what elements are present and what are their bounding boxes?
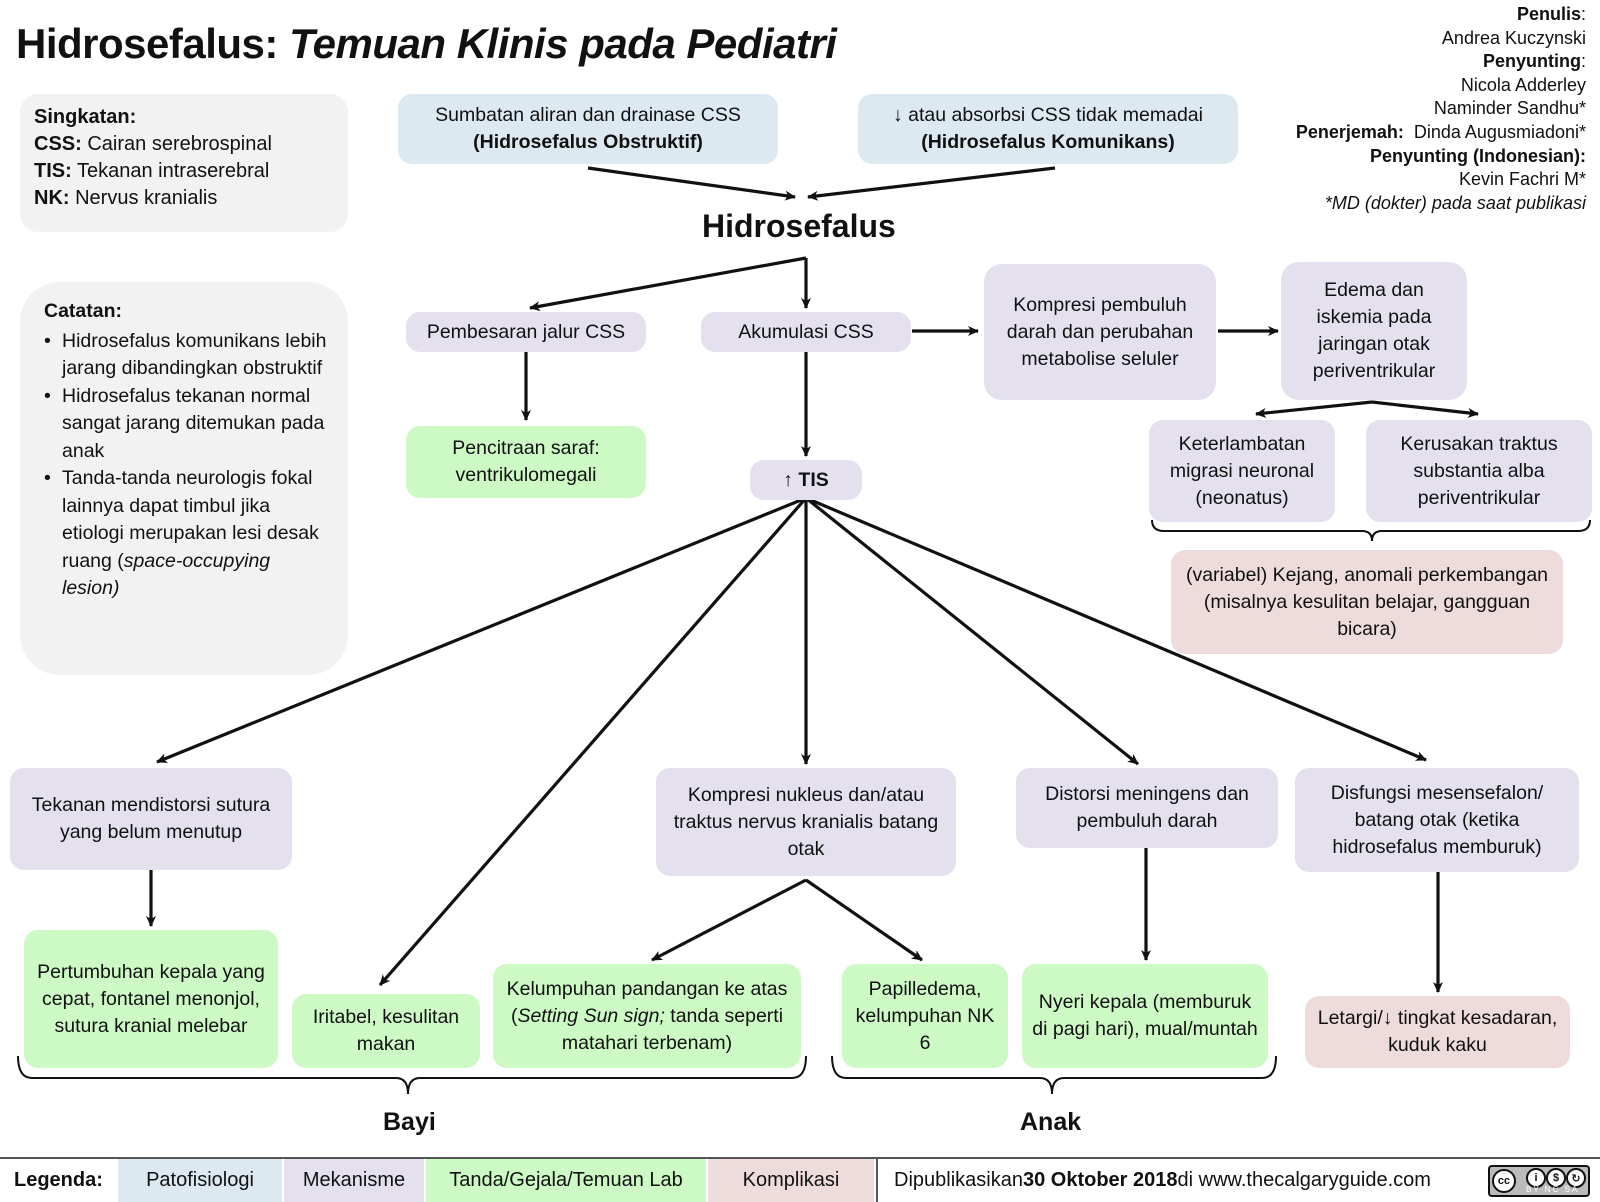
note-item: Hidrosefalus tekanan normal sangat jaran…	[44, 383, 328, 466]
note-item: Hidrosefalus komunikans lebih jarang dib…	[44, 328, 328, 383]
credits: Penulis: Andrea Kuczynski Penyunting: Ni…	[1295, 4, 1586, 213]
legend-bar: Legenda: Patofisiologi Mekanisme Tanda/G…	[0, 1157, 1600, 1202]
legend-label: Legenda:	[14, 1169, 103, 1191]
node-pertumbuhan: Pertumbuhan kepala yang cepat, fontanel …	[24, 930, 278, 1068]
node-papilledema: Papilledema, kelumpuhan NK 6	[842, 964, 1008, 1068]
note-item: Tanda-tanda neurologis fokal lainnya dap…	[44, 465, 328, 603]
creative-commons-icon: cc i $ ↻ BY NC SA	[1488, 1165, 1590, 1197]
node-obstruktif: Sumbatan aliran dan drainase CSS(Hidrose…	[398, 94, 778, 164]
node-kejang: (variabel) Kejang, anomali perkembangan …	[1171, 550, 1563, 654]
node-iritabel: Iritabel, kesulitan makan	[292, 994, 480, 1068]
group-bayi: Bayi	[383, 1108, 436, 1136]
node-disfungsi: Disfungsi mesensefalon/ batang otak (ket…	[1295, 768, 1579, 872]
node-nyeri: Nyeri kepala (memburuk di pagi hari), mu…	[1022, 964, 1268, 1068]
page-title: Hidrosefalus: Temuan Klinis pada Pediatr…	[16, 20, 837, 67]
legend-tanda: Tanda/Gejala/Temuan Lab	[426, 1159, 706, 1202]
publication-info: Dipublikasikan 30 Oktober 2018 di www.th…	[894, 1169, 1431, 1191]
node-distorsi: Distorsi meningens dan pembuluh darah	[1016, 768, 1278, 848]
node-kerusakan: Kerusakan traktus substantia alba perive…	[1366, 420, 1592, 522]
legend-patofisiologi: Patofisiologi	[118, 1159, 282, 1202]
group-anak: Anak	[1020, 1108, 1082, 1136]
abbreviations-panel: Singkatan: CSS: Cairan serebrospinal TIS…	[20, 94, 348, 232]
node-edema: Edema dan iskemia pada jaringan otak per…	[1281, 262, 1467, 400]
node-tis: ↑ TIS	[750, 460, 862, 500]
node-pencitraan: Pencitraan saraf: ventrikulomegali	[406, 426, 646, 498]
node-komunikans: ↓ atau absorbsi CSS tidak memadai(Hidros…	[858, 94, 1238, 164]
node-hidrosefalus: Hidrosefalus	[702, 208, 896, 244]
node-kompresi-nukleus: Kompresi nukleus dan/atau traktus nervus…	[656, 768, 956, 876]
notes-panel: Catatan: Hidrosefalus komunikans lebih j…	[20, 282, 348, 675]
node-letargi: Letargi/↓ tingkat kesadaran, kuduk kaku	[1305, 996, 1570, 1068]
node-tekanan-sutura: Tekanan mendistorsi sutura yang belum me…	[10, 768, 292, 870]
node-kelumpuhan: Kelumpuhan pandangan ke atas (Setting Su…	[493, 964, 801, 1068]
node-keterlambatan: Keterlambatan migrasi neuronal (neonatus…	[1149, 420, 1335, 522]
node-akumulasi: Akumulasi CSS	[701, 312, 911, 352]
legend-divider	[876, 1159, 878, 1202]
legend-komplikasi: Komplikasi	[708, 1159, 874, 1202]
node-kompresi-pembuluh: Kompresi pembuluh darah dan perubahan me…	[984, 264, 1216, 400]
legend-mekanisme: Mekanisme	[284, 1159, 424, 1202]
node-pembesaran: Pembesaran jalur CSS	[406, 312, 646, 352]
